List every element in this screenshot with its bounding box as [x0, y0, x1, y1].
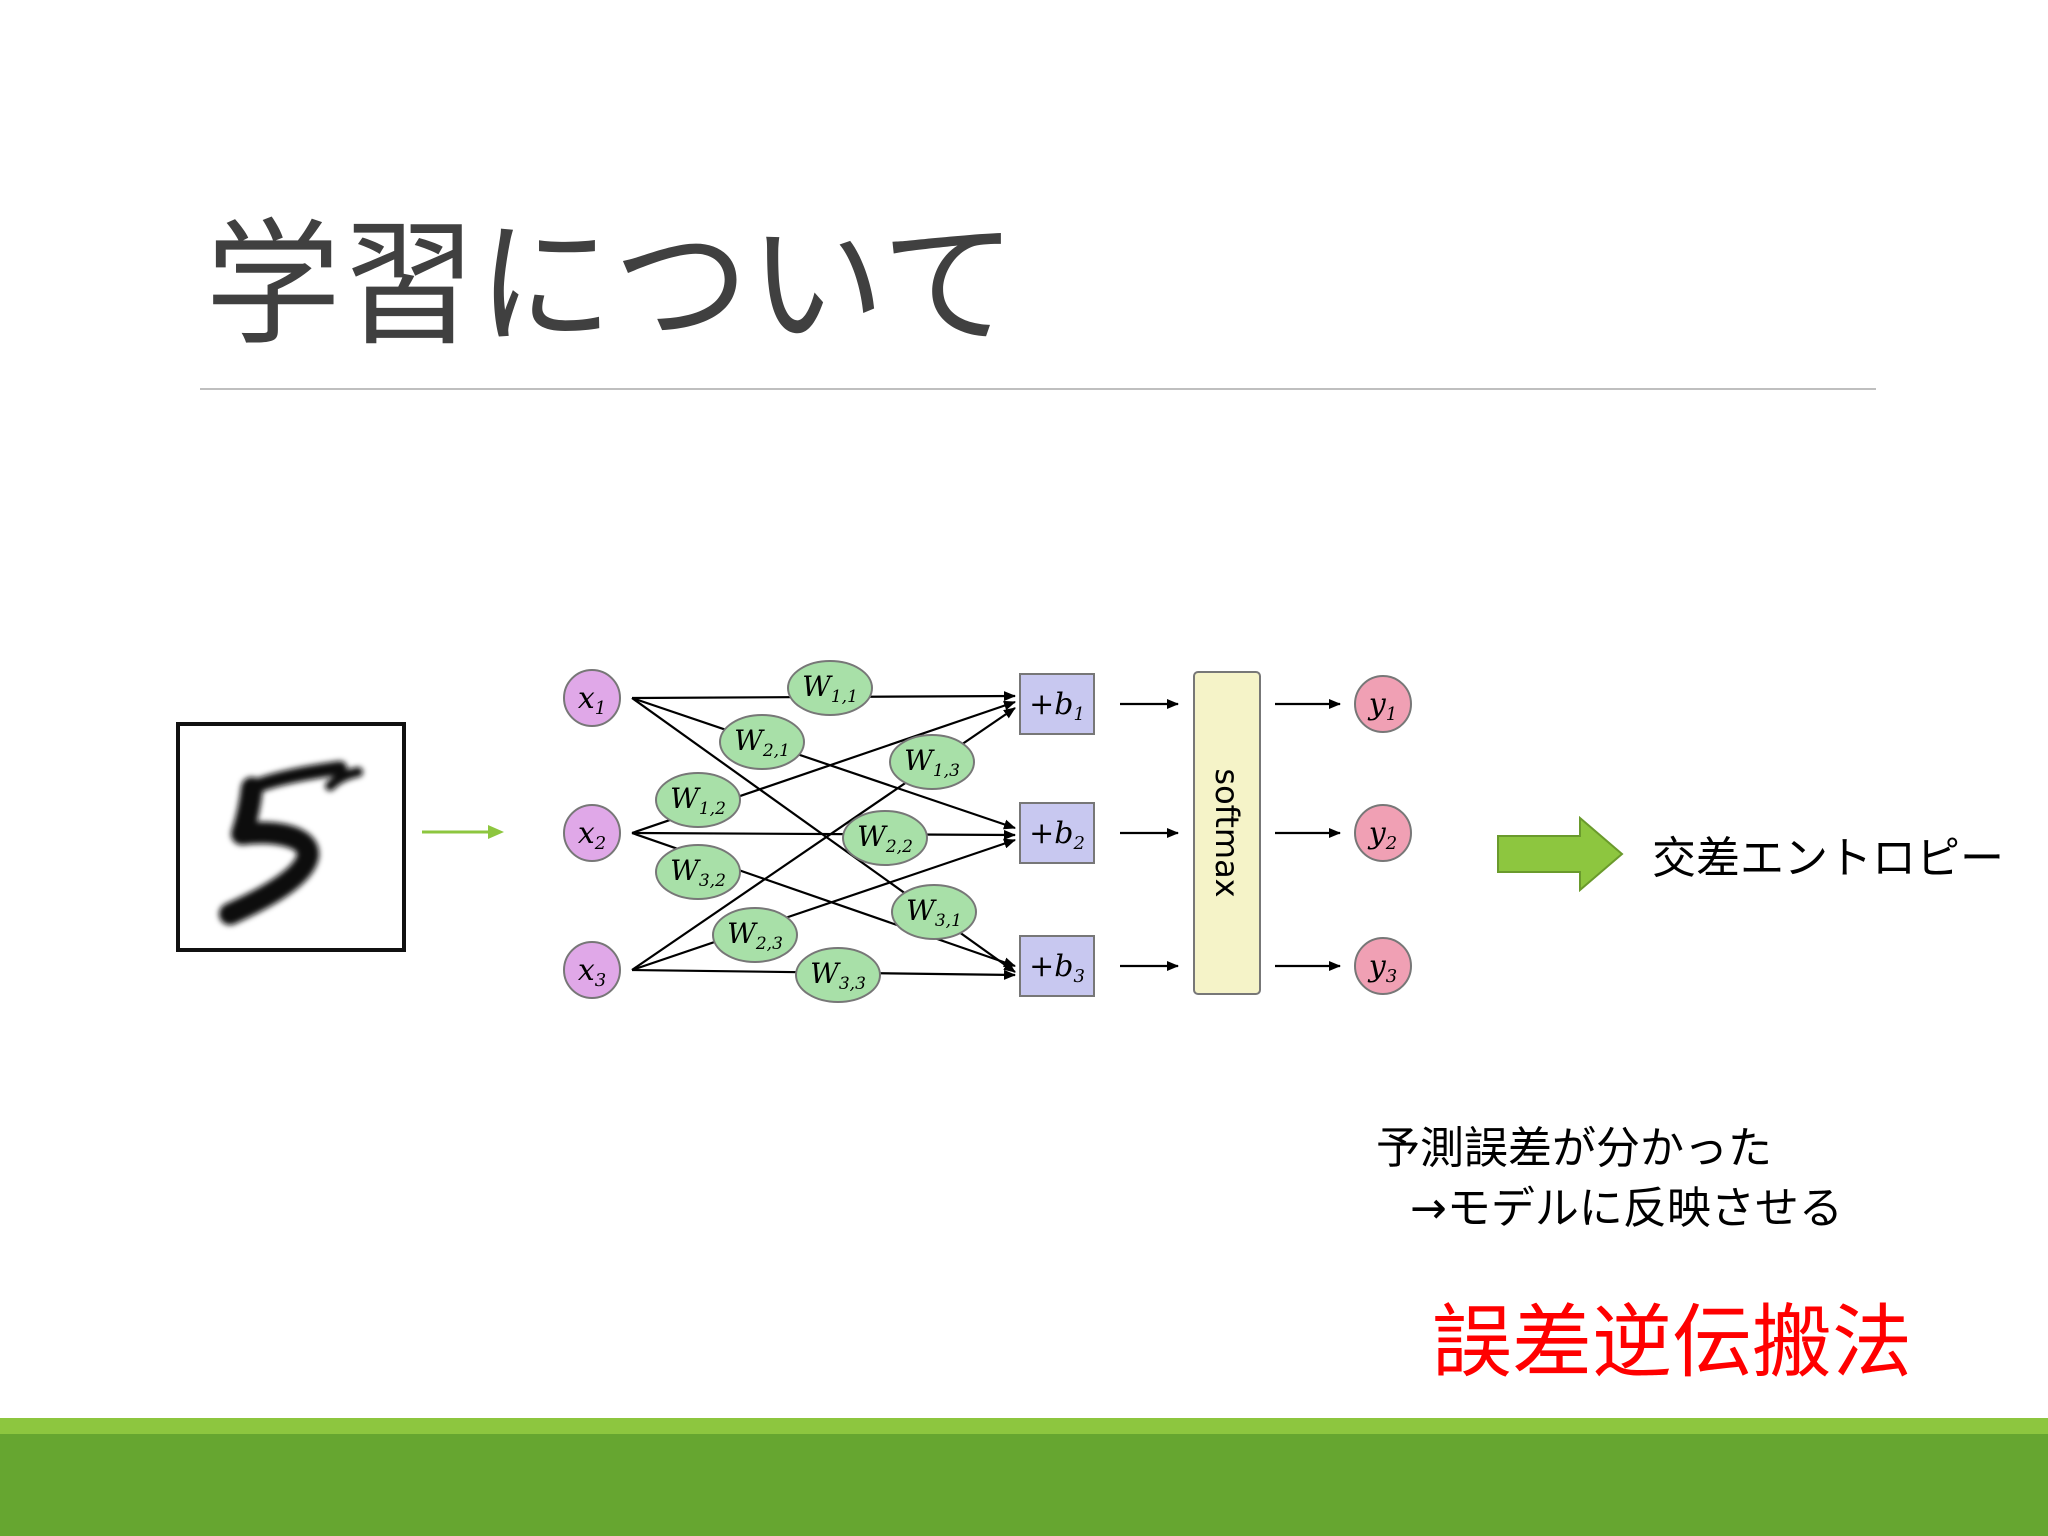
svg-text:y2: y2 [1367, 816, 1397, 854]
footer-accent-bar [0, 1418, 2048, 1434]
bias-node: +b3 [1019, 935, 1095, 997]
output-node: y3 [1354, 937, 1412, 995]
weight-node: W2,1 [719, 714, 805, 770]
svg-text:softmax: softmax [1208, 768, 1246, 897]
svg-text:W3,1: W3,1 [906, 894, 962, 931]
svg-text:y3: y3 [1367, 949, 1397, 987]
weight-node: W3,1 [891, 884, 977, 940]
svg-text:+b3: +b3 [1029, 949, 1085, 987]
svg-text:W1,1: W1,1 [802, 670, 858, 707]
svg-text:x3: x3 [578, 953, 606, 991]
weight-node: W1,3 [889, 734, 975, 790]
weight-node: W2,3 [712, 907, 798, 963]
title-divider [200, 388, 1876, 390]
input-node: x1 [563, 669, 621, 727]
handwritten-digit-five-image [219, 761, 363, 925]
output-node: y2 [1354, 804, 1412, 862]
input-node: x2 [563, 804, 621, 862]
digit-image-frame [176, 722, 406, 952]
cross-entropy-label: 交差エントロピー [1652, 833, 2004, 884]
footer-bar [0, 1434, 2048, 1536]
svg-text:+b1: +b1 [1029, 687, 1085, 725]
output-node: y1 [1354, 675, 1412, 733]
prediction-error-note: 予測誤差が分かった [1376, 1123, 1772, 1174]
svg-text:x2: x2 [578, 816, 606, 854]
softmax-network-diagram: x1 x2 x3 W1,1 W2,1 W1,3 W1,2 W2,2 W3,2 W… [563, 660, 1412, 1003]
svg-text:W3,2: W3,2 [670, 854, 726, 891]
weight-node: W1,2 [655, 772, 741, 828]
bias-node: +b1 [1019, 673, 1095, 735]
svg-text:y1: y1 [1367, 687, 1397, 725]
svg-text:W3,3: W3,3 [810, 957, 866, 994]
forward-arrows [1120, 699, 1341, 971]
weight-node: W2,2 [842, 810, 928, 866]
input-node: x3 [563, 941, 621, 999]
reflect-to-model-note: →モデルに反映させる [1410, 1183, 1843, 1234]
svg-text:x1: x1 [578, 681, 606, 719]
svg-text:W1,3: W1,3 [904, 744, 960, 781]
bias-node: +b2 [1019, 802, 1095, 864]
svg-text:W1,2: W1,2 [670, 782, 726, 819]
slide-title: 学習について [205, 207, 1017, 365]
weight-node: W1,1 [787, 660, 873, 716]
svg-text:W2,3: W2,3 [727, 917, 783, 954]
right-arrow-icon [1497, 816, 1624, 892]
svg-text:W2,2: W2,2 [857, 820, 913, 857]
input-arrow-icon [422, 825, 504, 839]
weight-node: W3,2 [655, 844, 741, 900]
backpropagation-label: 誤差逆伝搬法 [1432, 1296, 1912, 1389]
weight-node: W3,3 [795, 947, 881, 1003]
svg-text:+b2: +b2 [1029, 816, 1085, 854]
softmax-block: softmax [1193, 671, 1261, 995]
svg-text:W2,1: W2,1 [734, 724, 790, 761]
